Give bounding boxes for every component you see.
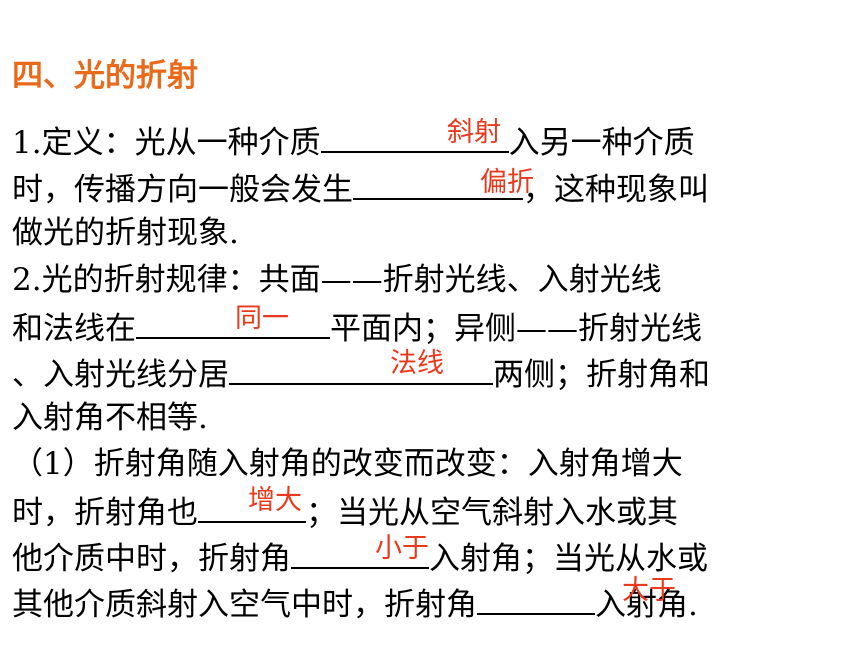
- text-line-6: 、入射光线分居两侧；折射角和: [12, 352, 710, 395]
- answer-5: 增大: [248, 485, 302, 516]
- text-line-5: 和法线在平面内；异侧——折射光线: [12, 306, 702, 349]
- text-line-7: 入射角不相等.: [12, 400, 208, 436]
- blank-5: [198, 490, 306, 523]
- section-title: 四、光的折射: [12, 58, 198, 94]
- text-line-1: 1.定义：光从一种介质入另一种介质: [12, 120, 695, 163]
- text-line-8: （1）折射角随入射角的改变而改变：入射角增大: [12, 446, 683, 482]
- text-line-3: 做光的折射现象.: [12, 215, 239, 251]
- answer-6: 小于: [375, 533, 429, 564]
- blank-2: [353, 167, 523, 200]
- blank-7: [477, 582, 595, 615]
- blank-6: [291, 536, 429, 569]
- text-line-9: 时，折射角也；当光从空气斜射入水或其: [12, 490, 678, 533]
- blank-3: [136, 306, 330, 339]
- blank-1: [320, 120, 509, 153]
- answer-3: 同一: [235, 303, 289, 334]
- blank-4: [229, 352, 493, 385]
- text-line-11: 其他介质斜射入空气中时，折射角入射角.: [12, 582, 698, 625]
- answer-2: 偏折: [480, 167, 534, 198]
- answer-1: 斜射: [447, 117, 501, 148]
- text-line-4: 2.光的折射规律：共面——折射光线、入射光线: [12, 262, 662, 298]
- text-line-2: 时，传播方向一般会发生，这种现象叫: [12, 167, 709, 210]
- text-line-10: 他介质中时，折射角入射角；当光从水或: [12, 536, 708, 579]
- answer-4: 法线: [390, 348, 444, 379]
- answer-7: 大于: [622, 575, 676, 606]
